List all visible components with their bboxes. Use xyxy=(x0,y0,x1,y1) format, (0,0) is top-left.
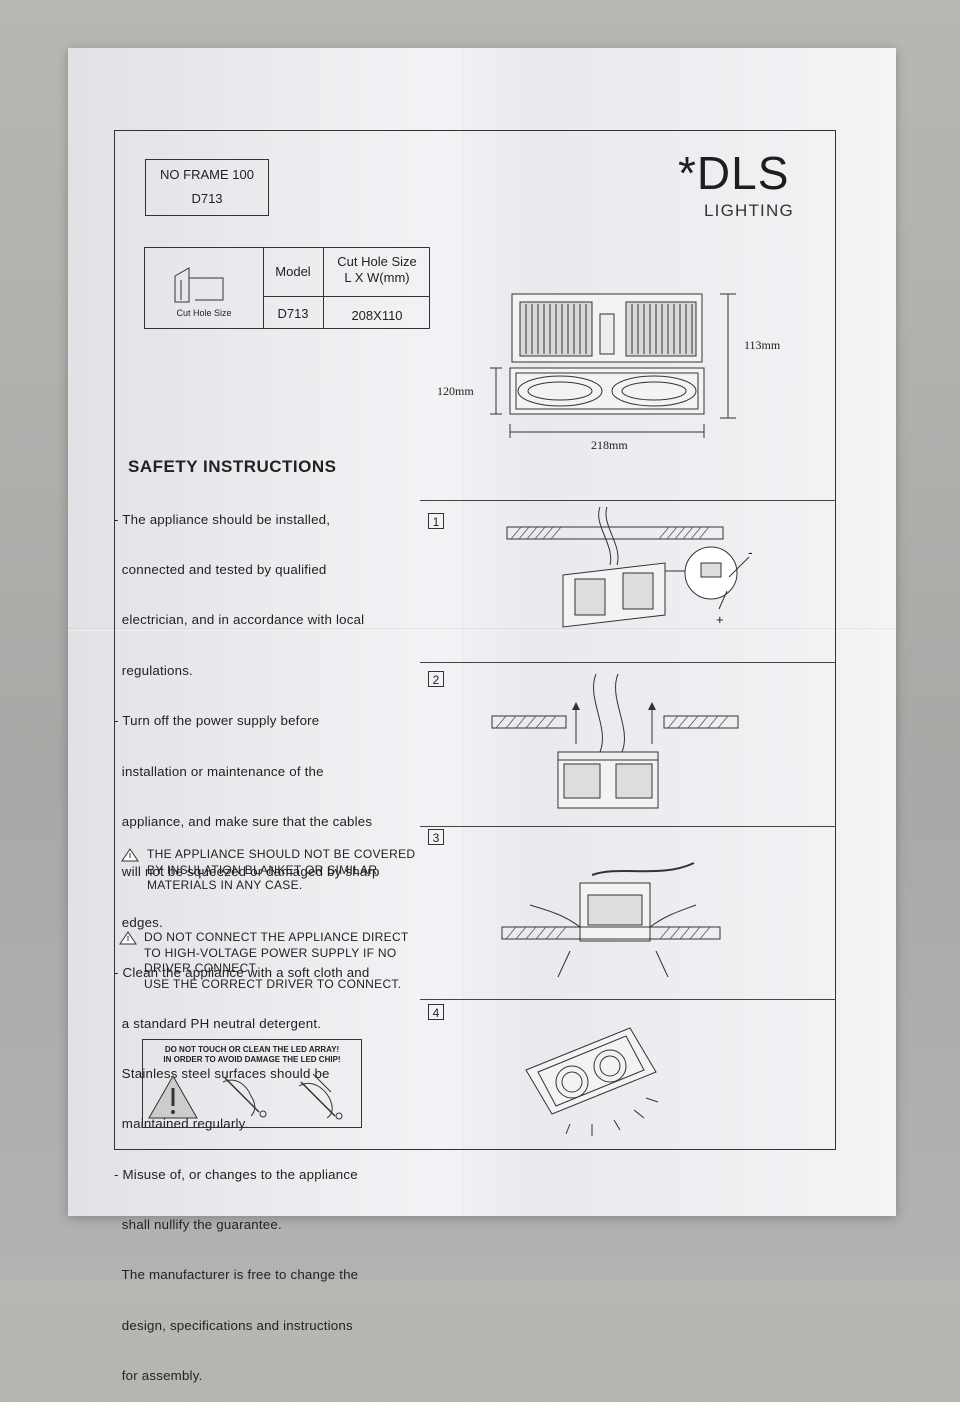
safety-line: edges. xyxy=(114,914,163,930)
cover-warning: THE APPLIANCE SHOULD NOT BE COVERED BY I… xyxy=(147,847,415,894)
step-number-4: 4 xyxy=(428,1004,444,1020)
safety-line: appliance, and make sure that the cables xyxy=(114,813,373,829)
connect-warning: DO NOT CONNECT THE APPLIANCE DIRECT TO H… xyxy=(144,930,409,992)
plus-sign: + xyxy=(716,612,724,627)
safety-line: - Turn off the power supply before xyxy=(114,713,320,729)
cover-warning-line: BY INSULATION BLANKET OR SIMILAR xyxy=(147,862,378,877)
brand-sub: LIGHTING xyxy=(704,201,794,220)
step-number-1: 1 xyxy=(428,513,444,529)
step4-finished-illustration xyxy=(525,1027,659,1136)
depth-dimension: 113mm xyxy=(744,338,781,352)
safety-text: - The appliance should be installed, con… xyxy=(114,478,454,1402)
horizontal-fold xyxy=(68,628,896,631)
minus-sign: - xyxy=(748,544,753,560)
led-warning-line1: DO NOT TOUCH OR CLEAN THE LED ARRAY! xyxy=(164,1045,340,1054)
step-divider xyxy=(420,999,836,1000)
cut-hole-icon xyxy=(174,267,224,303)
warning-triangle-icon xyxy=(119,931,137,945)
vertical-fold xyxy=(463,48,466,1216)
connect-warning-line: DO NOT CONNECT THE APPLIANCE DIRECT xyxy=(144,930,409,944)
no-clean-hand-icon xyxy=(298,1073,343,1120)
brand-logo: *DLS LIGHTING xyxy=(676,146,821,230)
safety-title: SAFETY INSTRUCTIONS xyxy=(128,457,337,476)
safety-line: regulations. xyxy=(114,662,193,678)
connect-warning-line: TO HIGH-VOLTAGE POWER SUPPLY IF NO xyxy=(144,945,397,960)
sheet-border xyxy=(114,130,836,1150)
cover-warning-line: THE APPLIANCE SHOULD NOT BE COVERED xyxy=(147,847,416,861)
step-divider xyxy=(420,826,836,827)
product-name-box: NO FRAME 100 D713 xyxy=(145,159,269,216)
product-code: D713 xyxy=(191,191,223,206)
safety-line: - The appliance should be installed, xyxy=(114,511,331,527)
model-header: Model xyxy=(275,264,311,279)
product-dimension-drawing xyxy=(490,293,736,438)
step3-clip-illustration xyxy=(501,862,721,978)
cut-hole-caption: Cut Hole Size xyxy=(176,308,232,318)
step-number-3: 3 xyxy=(428,829,444,845)
connect-warning-line: USE THE CORRECT DRIVER TO CONNECT. xyxy=(144,976,402,991)
led-warning-line2: IN ORDER TO AVOID DAMAGE THE LED CHIP! xyxy=(163,1055,341,1064)
safety-line: - Misuse of, or changes to the appliance xyxy=(114,1166,358,1182)
size-value: 208X110 xyxy=(351,308,403,323)
cover-warning-line: MATERIALS IN ANY CASE. xyxy=(147,878,303,892)
height-dimension: 120mm xyxy=(437,384,474,398)
size-header-1: Cut Hole Size xyxy=(337,254,417,269)
safety-line: connected and tested by qualified xyxy=(114,561,327,577)
instruction-sheet xyxy=(68,48,896,1216)
model-value: D713 xyxy=(277,306,309,321)
step2-insert-illustration xyxy=(491,673,739,809)
brand-mark: *DLS xyxy=(678,147,790,199)
safety-line: for assembly. xyxy=(114,1368,203,1384)
size-header-2: L X W(mm) xyxy=(344,270,410,285)
warning-triangle-icon xyxy=(148,1074,198,1119)
step-divider xyxy=(420,662,836,663)
safety-line: installation or maintenance of the xyxy=(114,763,324,779)
safety-line: design, specifications and instructions xyxy=(114,1317,353,1333)
product-name: NO FRAME 100 xyxy=(160,167,254,182)
length-dimension: 218mm xyxy=(591,438,628,452)
step-divider xyxy=(420,500,836,501)
step-number-2: 2 xyxy=(428,671,444,687)
step1-wiring-illustration xyxy=(506,506,750,628)
safety-line: The manufacturer is free to change the xyxy=(114,1267,359,1283)
safety-line: electrician, and in accordance with loca… xyxy=(114,612,365,628)
cut-hole-table: Cut Hole Size Model Cut Hole Size L X W(… xyxy=(144,247,430,329)
safety-line: will not be squeezed or damaged by sharp xyxy=(114,864,380,880)
safety-line: Stainless steel surfaces should be xyxy=(114,1065,330,1081)
safety-line: a standard PH neutral detergent. xyxy=(114,1015,322,1031)
led-warning-box: DO NOT TOUCH OR CLEAN THE LED ARRAY! IN … xyxy=(142,1039,362,1128)
safety-line: shall nullify the guarantee. xyxy=(114,1217,282,1233)
safety-line: - Clean the appliance with a soft cloth … xyxy=(114,965,370,981)
warning-triangle-icon xyxy=(121,848,139,862)
connect-warning-line: DRIVER CONNECT. xyxy=(144,961,259,975)
no-touch-hand-icon xyxy=(222,1077,267,1118)
